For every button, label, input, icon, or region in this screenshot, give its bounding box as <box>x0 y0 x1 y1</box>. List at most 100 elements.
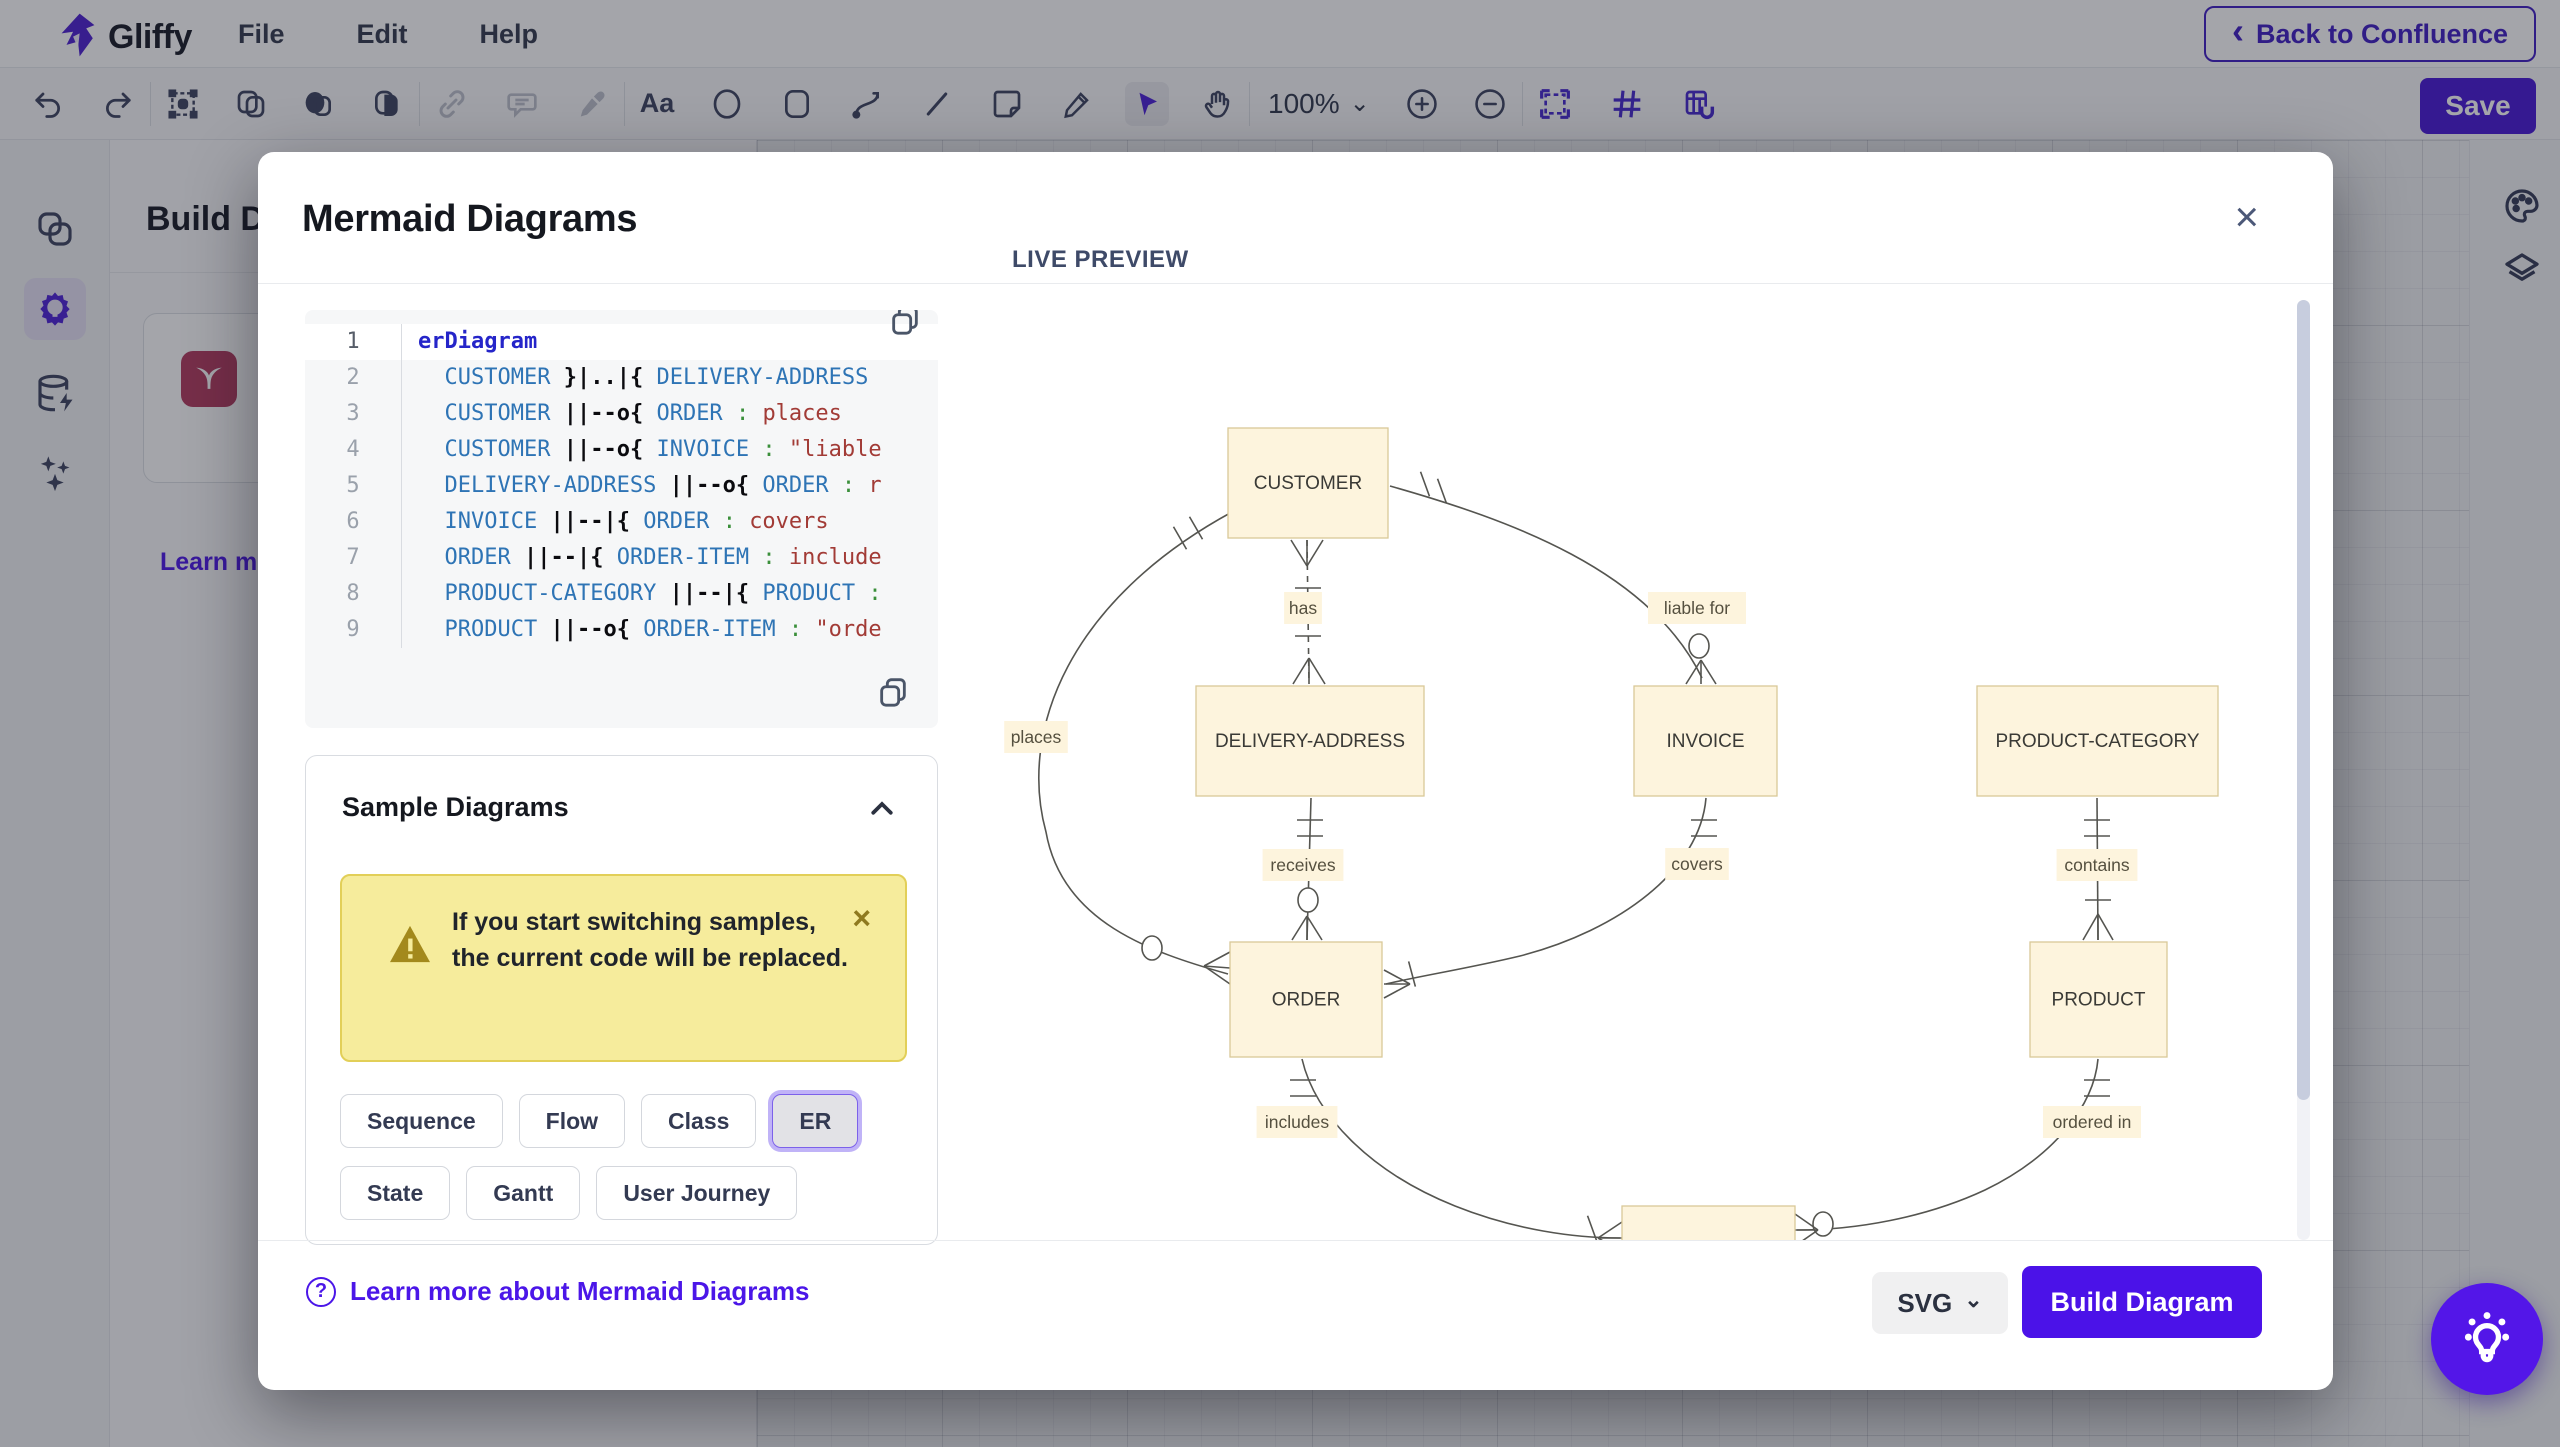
er-entity-delivery-address: DELIVERY-ADDRESS <box>1195 685 1425 797</box>
er-entity-product: PRODUCT <box>2029 941 2168 1058</box>
er-entity-product-category: PRODUCT-CATEGORY <box>1976 685 2219 797</box>
svg-text:INVOICE: INVOICE <box>1666 731 1744 752</box>
svg-text:liable for: liable for <box>1664 598 1730 618</box>
back-chevron-icon: ‹ <box>2231 10 2244 51</box>
mask-union-icon[interactable] <box>297 82 341 126</box>
er-edge-label-covers: covers <box>1665 848 1729 880</box>
preview-scrollbar[interactable] <box>2297 300 2310 1240</box>
sample-button-gantt[interactable]: Gantt <box>466 1166 581 1220</box>
note-tool-icon[interactable] <box>985 82 1029 126</box>
brand: Gliffy <box>58 12 192 63</box>
zoom-control[interactable]: 100% ⌄ <box>1260 88 1378 120</box>
code-line-7[interactable]: 7 ORDER ||--|{ ORDER-ITEM : include <box>305 540 938 576</box>
pen-tool-icon[interactable] <box>1055 82 1099 126</box>
eyedropper-icon[interactable] <box>570 82 614 126</box>
er-edge-label-liable-for: liable for <box>1648 592 1746 624</box>
pointer-tool-icon[interactable] <box>1125 81 1169 126</box>
modal-close-icon[interactable]: × <box>2234 193 2259 240</box>
redo-icon[interactable] <box>96 82 140 126</box>
sample-button-state[interactable]: State <box>340 1166 451 1220</box>
sample-button-er[interactable]: ER <box>772 1094 859 1148</box>
code-line-5[interactable]: 5 DELIVERY-ADDRESS ||--o{ ORDER : r <box>305 468 938 504</box>
zoom-out-icon[interactable] <box>1468 82 1512 126</box>
code-line-9[interactable]: 9 PRODUCT ||--o{ ORDER-ITEM : "orde <box>305 612 938 648</box>
build-diagram-button[interactable]: Build Diagram <box>2022 1266 2262 1338</box>
text-tool-icon[interactable]: Aa <box>639 88 675 118</box>
line-tool-icon[interactable] <box>915 82 959 126</box>
help-bulb-fab[interactable] <box>2431 1283 2543 1395</box>
format-value: SVG <box>1897 1287 1953 1318</box>
connector-tool-icon[interactable] <box>845 82 889 126</box>
learn-more-link[interactable]: ? Learn more about Mermaid Diagrams <box>306 1276 809 1307</box>
left-iconbar <box>0 140 110 1447</box>
mermaid-logo-icon <box>181 351 237 407</box>
warning-close-icon[interactable]: × <box>852 900 871 936</box>
code-line-2[interactable]: 2 CUSTOMER }|..|{ DELIVERY-ADDRESS <box>305 360 938 396</box>
format-chevron-down-icon: ⌄ <box>1964 1287 1983 1312</box>
code-line-3[interactable]: 3 CUSTOMER ||--o{ ORDER : places <box>305 396 938 432</box>
grid-lines-icon[interactable] <box>1605 82 1649 126</box>
menubar: Gliffy File Edit Help ‹ Back to Confluence <box>0 0 2560 68</box>
format-select[interactable]: SVG ⌄ <box>1872 1272 2008 1334</box>
link-icon[interactable] <box>430 82 474 126</box>
svg-text:PRODUCT: PRODUCT <box>2052 990 2146 1011</box>
er-edge-label-places: places <box>1004 721 1068 753</box>
er-edge-places <box>1038 511 1233 985</box>
toolbar: Aa 100% ⌄ Save <box>0 68 2560 140</box>
svg-text:covers: covers <box>1671 854 1723 874</box>
er-edge-receives <box>1291 797 1323 941</box>
zoom-in-icon[interactable] <box>1400 82 1444 126</box>
layers-icon[interactable] <box>2494 242 2550 298</box>
learn-more-text: Learn more about Mermaid Diagrams <box>350 1276 810 1306</box>
sample-button-user-journey[interactable]: User Journey <box>596 1166 798 1220</box>
palette-icon[interactable] <box>2494 178 2550 234</box>
pan-hand-icon[interactable] <box>1195 82 1239 126</box>
ai-sparkles-icon[interactable] <box>24 442 86 504</box>
copy-code-icon[interactable] <box>876 674 910 714</box>
brand-name: Gliffy <box>108 18 192 56</box>
gliffy-logo-icon <box>58 12 98 63</box>
sample-button-class[interactable]: Class <box>641 1094 757 1148</box>
sample-diagrams-panel: Sample Diagrams If you start switching s… <box>305 755 938 1245</box>
sample-button-flow[interactable]: Flow <box>518 1094 626 1148</box>
comment-icon[interactable] <box>500 82 544 126</box>
shapes-icon[interactable] <box>24 198 86 260</box>
code-line-8[interactable]: 8 PRODUCT-CATEGORY ||--|{ PRODUCT : <box>305 576 938 612</box>
data-import-icon[interactable] <box>24 362 86 424</box>
snap-table-icon[interactable] <box>1677 82 1721 126</box>
sample-buttons: Sequence Flow Class ER State Gantt User Journe… <box>340 1094 920 1220</box>
transform-icon[interactable] <box>161 82 205 126</box>
er-edge-includes <box>1290 1058 1623 1240</box>
zoom-chevron-down-icon: ⌄ <box>1349 90 1370 117</box>
er-edge-ordered-in <box>1794 1058 2110 1240</box>
mask-subtract-icon[interactable] <box>365 82 409 126</box>
undo-icon[interactable] <box>26 82 70 126</box>
collapse-chevron-up-icon[interactable] <box>867 794 897 829</box>
preview-scrollbar-thumb[interactable] <box>2297 300 2310 1100</box>
back-to-confluence-button[interactable]: ‹ Back to Confluence <box>2203 6 2536 62</box>
artboard-grid-icon[interactable] <box>1533 82 1577 126</box>
rect-tool-icon[interactable] <box>775 82 819 126</box>
er-edge-covers <box>1383 797 1717 999</box>
copy-code-icon-top[interactable] <box>888 310 922 342</box>
code-line-6[interactable]: 6 INVOICE ||--|{ ORDER : covers <box>305 504 938 540</box>
ellipse-tool-icon[interactable] <box>705 82 749 126</box>
svg-text:DELIVERY-ADDRESS: DELIVERY-ADDRESS <box>1215 731 1405 752</box>
duplicate-icon[interactable] <box>229 82 273 126</box>
menu-item-edit[interactable]: Edit <box>356 18 408 49</box>
sample-button-sequence[interactable]: Sequence <box>340 1094 503 1148</box>
code-line-4[interactable]: 4 CUSTOMER ||--o{ INVOICE : "liable <box>305 432 938 468</box>
smart-shapes-icon[interactable] <box>24 278 86 340</box>
panel-learn-link[interactable]: Learn m <box>160 548 258 576</box>
right-iconbar <box>2469 140 2560 1447</box>
save-button[interactable]: Save <box>2420 78 2536 134</box>
er-entity-order-item <box>1621 1205 1796 1240</box>
footer-divider <box>258 1240 2333 1241</box>
menu-item-help[interactable]: Help <box>479 18 539 49</box>
er-edge-label-contains: contains <box>2056 849 2138 881</box>
menu-item-file[interactable]: File <box>238 18 285 49</box>
